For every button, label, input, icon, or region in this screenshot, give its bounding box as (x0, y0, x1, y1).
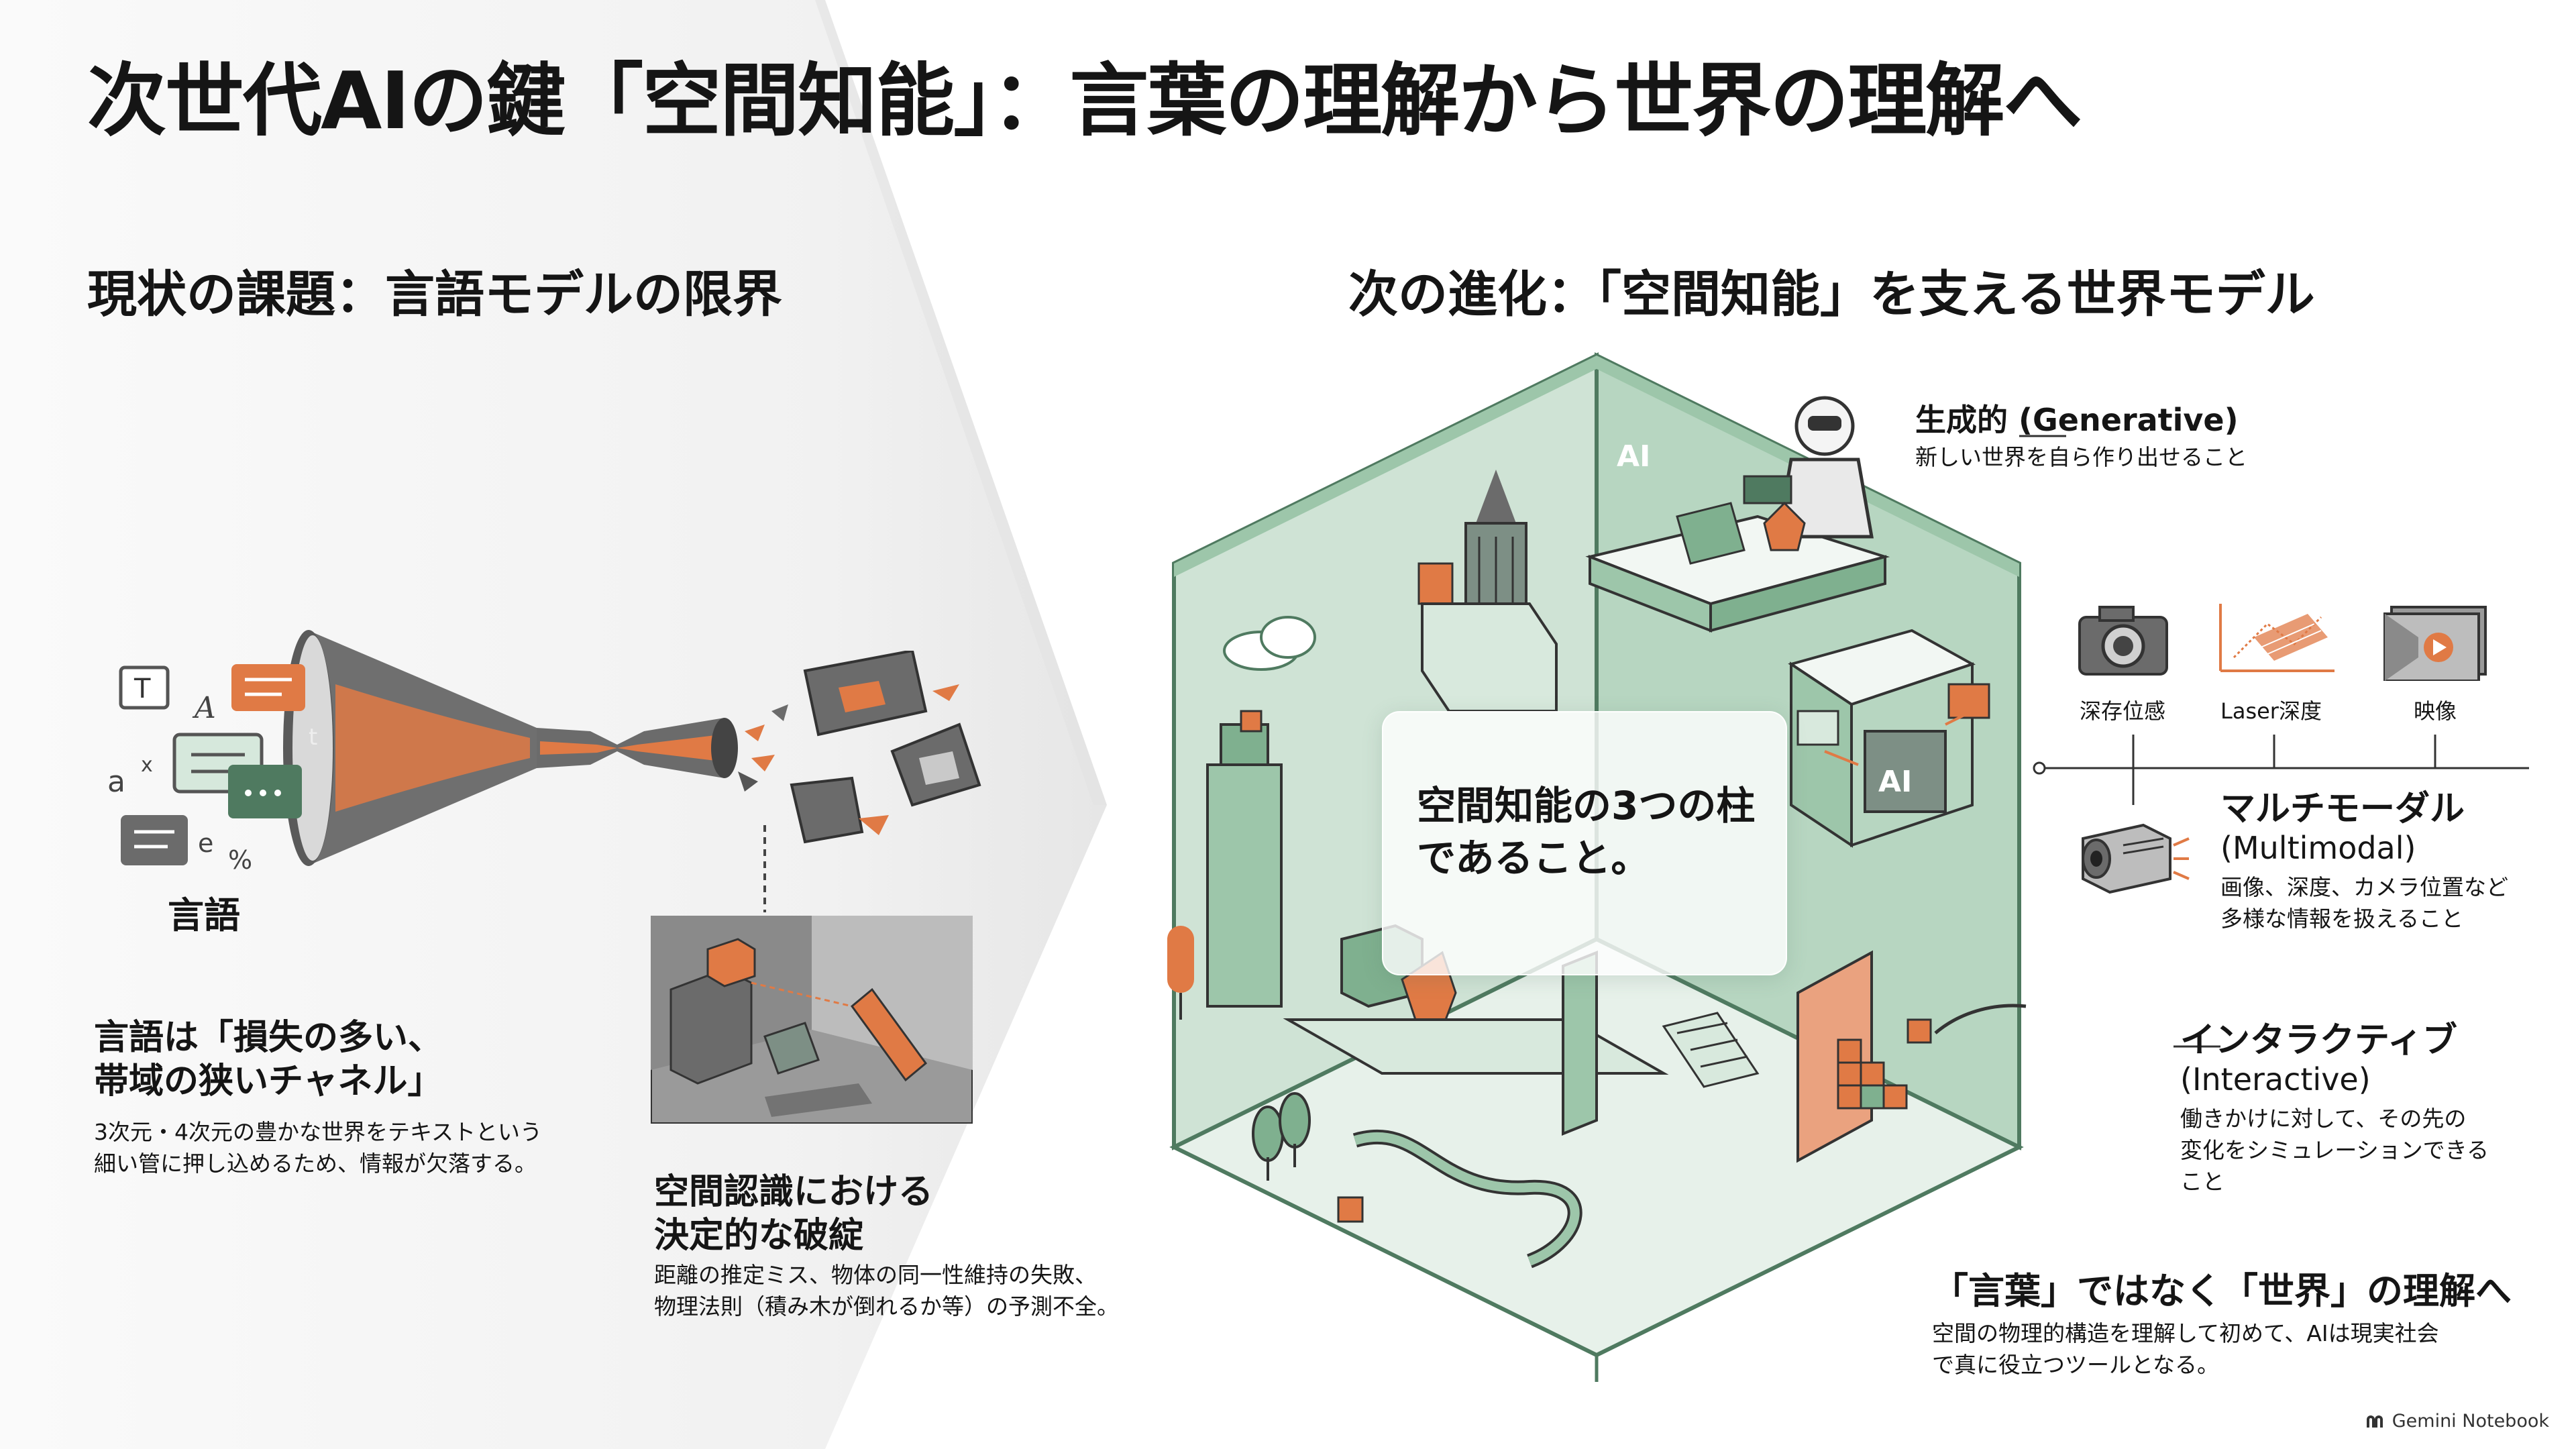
glyph-T: T (133, 674, 151, 704)
sensor-label-0: 深存位感 (2080, 698, 2166, 724)
left-section-title: 現状の課題：言語モデルの限界 (87, 266, 782, 323)
world-model-cube-illustration: AI AI (1167, 352, 2027, 1382)
problem2-body: 距離の推定ミス、物体の同一性維持の失敗、 物理法則（積み木が倒れるか等）の予測不… (654, 1262, 1119, 1320)
svg-text:%: % (228, 845, 252, 875)
right-section-title: 次の進化：「空間知能」を支える世界モデル (1348, 266, 2315, 323)
problem2-heading: 空間認識における 決定的な破綻 (654, 1172, 934, 1256)
center-card: 空間知能の3つの柱 であること。 (1382, 711, 1787, 975)
sensor-label-1: Laser深度 (2220, 698, 2322, 724)
pillar-interactive-desc: 働きかけに対して、その先の 変化をシミュレーションできる こと (2180, 1106, 2489, 1195)
svg-text:t: t (309, 724, 317, 751)
pillar-multimodal-desc: 画像、深度、カメラ位置など 多様な情報を扱えること (2220, 874, 2508, 932)
svg-text:AI: AI (1617, 439, 1650, 474)
conclusion-heading: 「言葉」ではなく「世界」の理解へ (1932, 1270, 2512, 1312)
svg-text:AI: AI (1878, 765, 1912, 799)
language-label: 言語 (168, 894, 240, 936)
camera-icon (2078, 606, 2168, 676)
problem1-body: 3次元・4次元の豊かな世界をテキストという 細い管に押し込めるため、情報が欠落す… (94, 1119, 543, 1177)
pillar-generative-title: 生成的 (Generative) (1915, 402, 2239, 438)
conclusion-body: 空間の物理的構造を理解して初めて、AIは現実社会 で真に役立つツールとなる。 (1932, 1320, 2439, 1378)
svg-text:x: x (141, 753, 153, 777)
broken-frames-illustration (790, 651, 981, 844)
svg-text:A: A (192, 691, 216, 725)
funnel-illustration: T A a x e % t (107, 630, 788, 875)
pillar-interactive-title: インタラクティブ (Interactive) (2180, 1020, 2457, 1098)
sensor-label-2: 映像 (2414, 698, 2457, 724)
video-icon (2383, 606, 2487, 681)
laser-plot-icon (2219, 604, 2334, 672)
pillar-generative-desc: 新しい世界を自ら作り出せること (1915, 444, 2247, 470)
gemini-logo-icon (2366, 1415, 2385, 1428)
watermark: Gemini Notebook (2366, 1411, 2549, 1432)
pillar-multimodal-title: マルチモーダル (Multimodal) (2220, 789, 2465, 867)
center-card-text: 空間知能の3つの柱 であること。 (1417, 783, 1756, 881)
pillar-connectors (2019, 435, 2529, 1048)
dashed-connector (763, 825, 766, 912)
svg-text:e: e (198, 828, 213, 858)
svg-text:a: a (107, 765, 125, 799)
physics-failure-illustration (651, 916, 973, 1124)
problem1-heading: 言語は「損失の多い、 帯域の狭いチャネル」 (94, 1018, 443, 1102)
depth-sensor-icon (2082, 823, 2190, 894)
page-title: 次世代AIの鍵「空間知能」：言葉の理解から世界の理解へ (87, 54, 2082, 147)
